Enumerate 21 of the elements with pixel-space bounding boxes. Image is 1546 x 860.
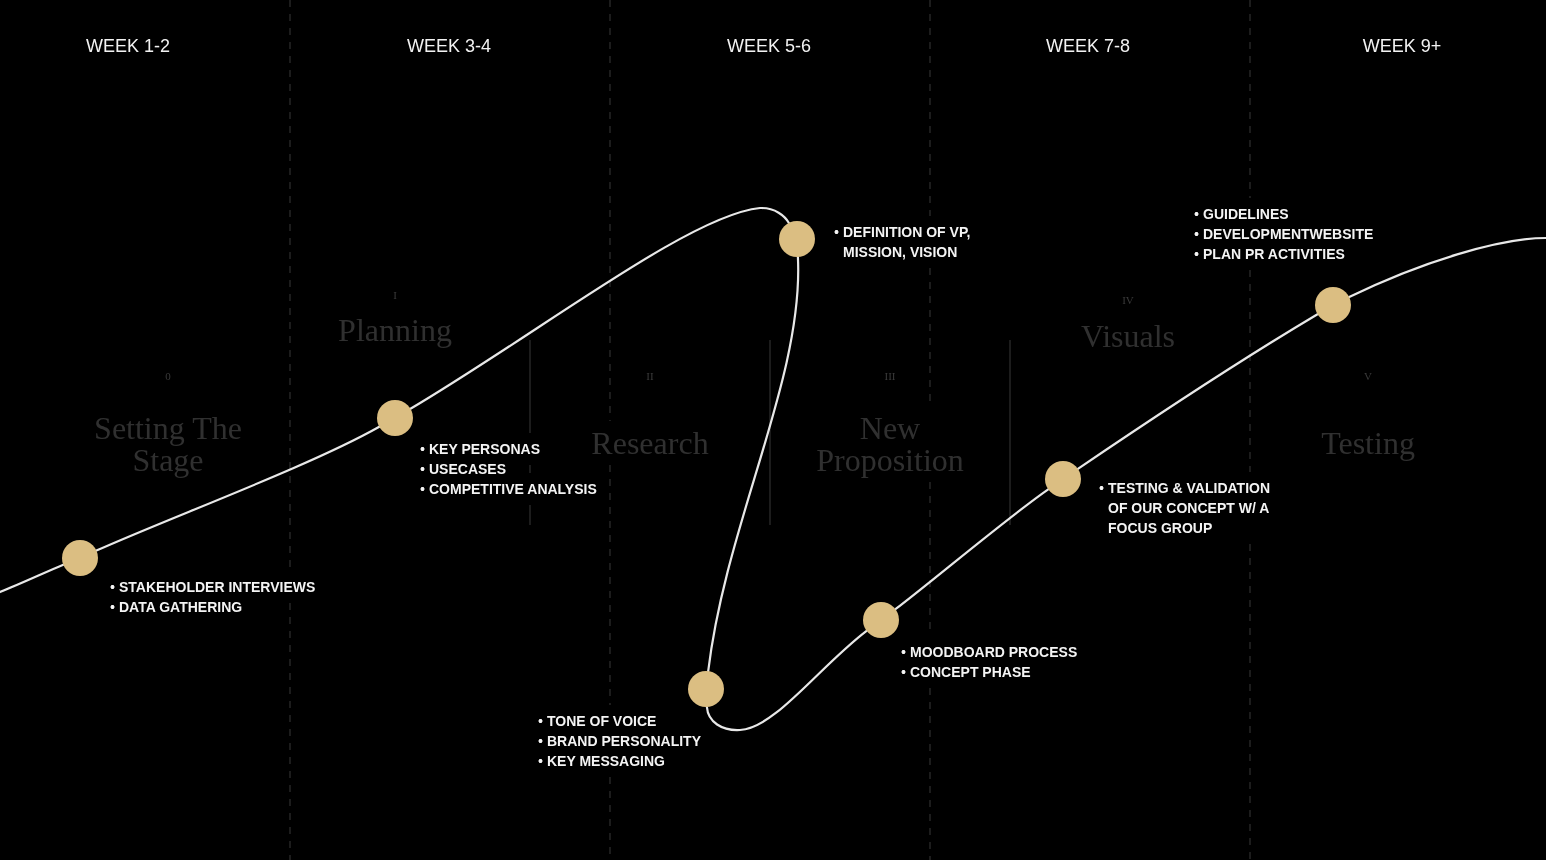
week-heading: WEEK 3-4 xyxy=(407,35,491,57)
stage-numeral: V xyxy=(1364,370,1372,382)
timeline-curve xyxy=(0,563,65,594)
week-heading: WEEK 5-6 xyxy=(727,35,811,57)
timeline-curve xyxy=(1348,236,1546,299)
milestone-dot xyxy=(1045,461,1081,497)
milestone-dot xyxy=(779,221,815,257)
milestone-dot xyxy=(62,540,98,576)
timeline-curve xyxy=(409,206,790,410)
timeline-curve xyxy=(894,488,1050,611)
timeline-curve xyxy=(95,425,381,552)
milestone-dot xyxy=(377,400,413,436)
timeline-curve xyxy=(705,629,868,732)
week-heading: WEEK 1-2 xyxy=(86,35,170,57)
timeline-curve xyxy=(1076,313,1319,470)
week-heading: WEEK 9+ xyxy=(1362,35,1442,57)
timeline-curve xyxy=(707,255,799,673)
milestone-dot xyxy=(688,671,724,707)
milestone-dot xyxy=(863,602,899,638)
milestone-dot xyxy=(1315,287,1351,323)
week-heading: WEEK 7-8 xyxy=(1046,35,1130,57)
